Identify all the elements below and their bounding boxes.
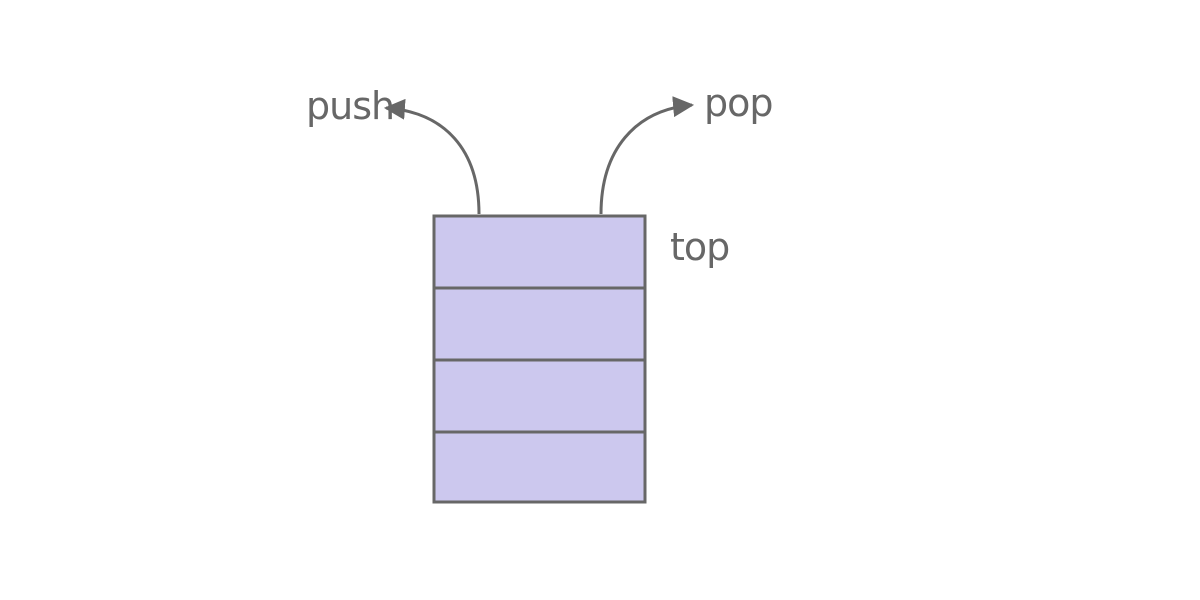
stack-slot <box>432 358 647 434</box>
pop-label: pop <box>704 81 773 125</box>
push-arrow <box>383 98 481 215</box>
push-label: push <box>306 84 394 128</box>
pop-arrow <box>599 96 695 215</box>
stack <box>432 214 647 504</box>
stack-slot-top <box>432 214 647 290</box>
top-label: top <box>670 225 729 269</box>
stack-slot <box>432 430 647 504</box>
stack-slot <box>432 286 647 362</box>
